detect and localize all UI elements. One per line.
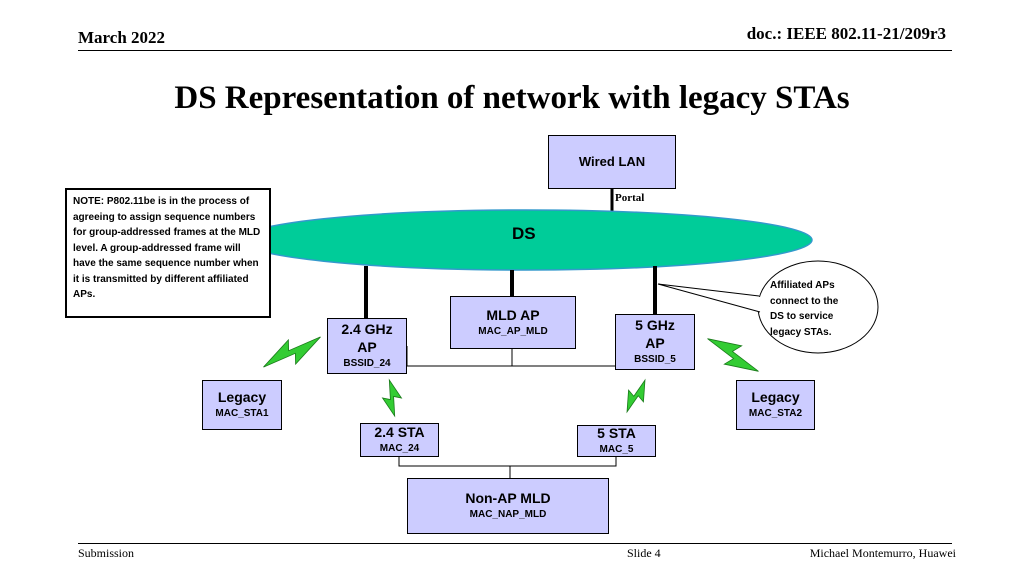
- ap-24ghz-line2: AP: [357, 339, 377, 355]
- wired-lan-label: Wired LAN: [578, 154, 646, 169]
- mld-ap-box: MLD AP MAC_AP_MLD: [450, 296, 576, 349]
- sta-5-address: MAC_5: [599, 444, 634, 455]
- mld-ap-address: MAC_AP_MLD: [478, 325, 548, 337]
- sta-24-box: 2.4 STA MAC_24: [360, 423, 439, 457]
- callout-line: DS to service: [770, 311, 834, 322]
- note-box: NOTE: P802.11be is in the process of agr…: [65, 188, 271, 318]
- slide-title: DS Representation of network with legacy…: [174, 80, 850, 116]
- ap-5ghz-box: 5 GHz AP BSSID_5: [615, 314, 695, 370]
- callout-text: Affiliated APs connect to the DS to serv…: [770, 278, 838, 340]
- footer-author: Michael Montemurro, Huawei: [809, 546, 956, 560]
- wireless-link-ap5-legacy2: [707, 338, 759, 372]
- non-ap-mld-address: MAC_NAP_MLD: [469, 509, 547, 520]
- callout-pointer: [657, 283, 761, 313]
- callout-line: legacy STAs.: [770, 326, 832, 338]
- note-text: NOTE: P802.11be is in the process of agr…: [73, 196, 261, 300]
- legacy-sta1-title: Legacy: [217, 389, 267, 405]
- legacy-sta1-box: Legacy MAC_STA1: [202, 380, 282, 430]
- legacy-sta1-address: MAC_STA1: [215, 408, 269, 419]
- wireless-link-ap5-sta5: [626, 378, 646, 414]
- wireless-link-ap24-legacy1: [263, 336, 321, 368]
- header-doc-id: doc.: IEEE 802.11-21/209r3: [746, 24, 946, 43]
- mld-ap-title: MLD AP: [486, 306, 540, 323]
- ap-24ghz-address: BSSID_24: [343, 358, 391, 369]
- sta-5-title: 5 STA: [597, 425, 636, 441]
- callout-line: Affiliated APs: [770, 280, 835, 291]
- non-ap-mld-box: Non-AP MLD MAC_NAP_MLD: [407, 478, 609, 534]
- header-date: March 2022: [78, 28, 166, 47]
- non-ap-mld-bracket: [398, 456, 617, 467]
- wired-lan-box: Wired LAN: [548, 135, 676, 189]
- sta-24-title: 2.4 STA: [374, 424, 425, 440]
- sta-5-box: 5 STA MAC_5: [577, 425, 656, 457]
- header-divider: [78, 50, 952, 51]
- ap-5ghz-address: BSSID_5: [634, 354, 676, 365]
- ap-24ghz-box: 2.4 GHz AP BSSID_24: [327, 318, 407, 374]
- legacy-sta2-address: MAC_STA2: [748, 408, 803, 419]
- footer-slide-number: Slide 4: [627, 546, 661, 560]
- non-ap-mld-title: Non-AP MLD: [465, 490, 551, 506]
- ds-label: DS: [512, 224, 536, 243]
- footer-divider: [78, 543, 952, 544]
- sta-24-address: MAC_24: [379, 443, 420, 454]
- legacy-sta2-title: Legacy: [751, 389, 800, 405]
- legacy-sta2-box: Legacy MAC_STA2: [736, 380, 815, 430]
- wireless-link-ap24-sta24: [381, 378, 403, 418]
- portal-label: Portal: [615, 192, 645, 204]
- callout-line: connect to the: [770, 295, 839, 307]
- ap-5ghz-line1: 5 GHz: [635, 317, 675, 333]
- ap-24ghz-line1: 2.4 GHz: [341, 321, 393, 337]
- ap-5ghz-line2: AP: [645, 335, 665, 351]
- footer-submission: Submission: [78, 546, 135, 560]
